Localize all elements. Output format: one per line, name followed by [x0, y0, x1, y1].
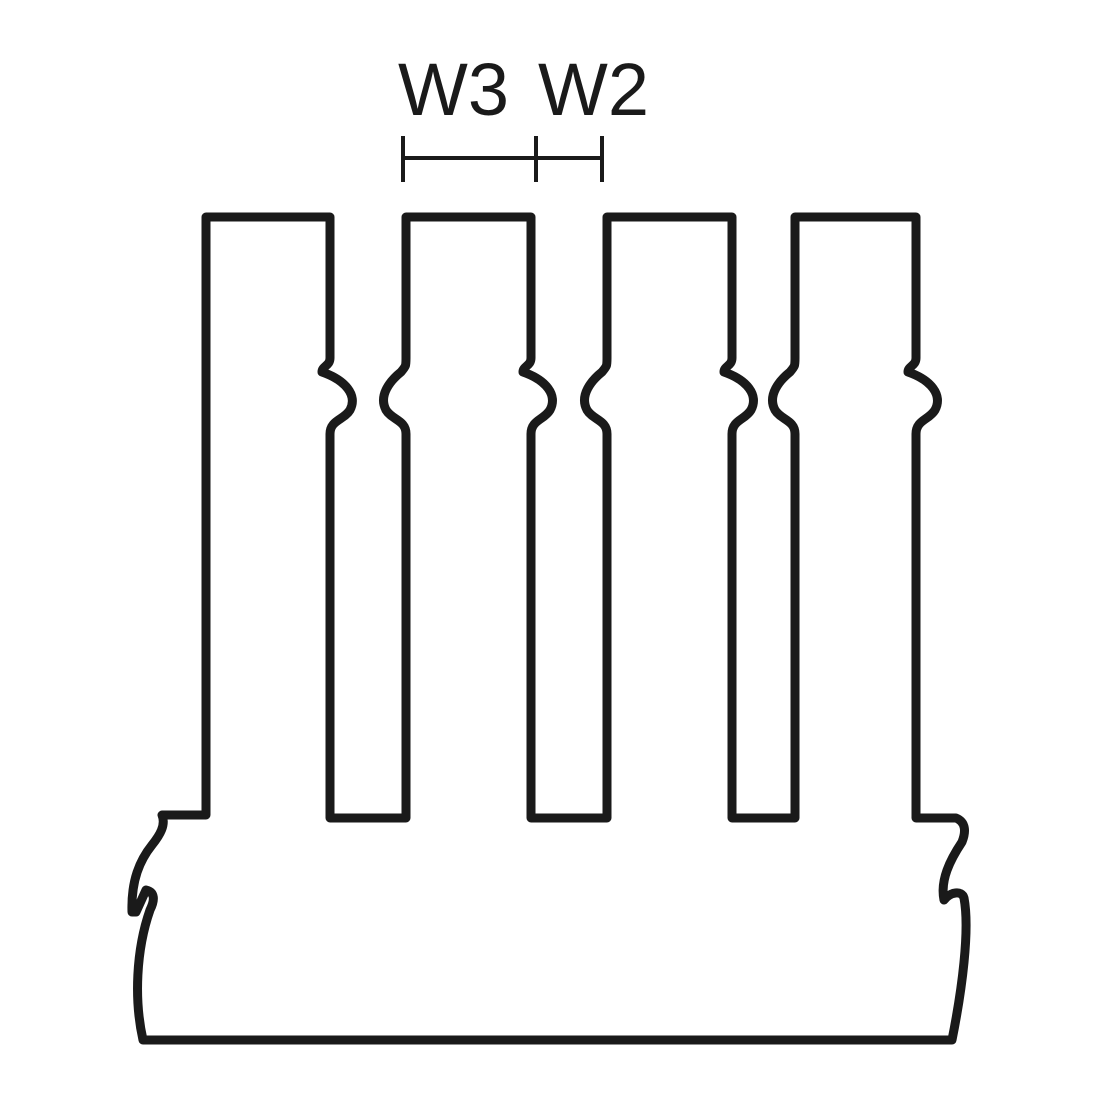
- label-w2: W2: [538, 48, 649, 131]
- dimension-bar-icon: [401, 136, 604, 182]
- comb-outline-icon: [127, 212, 971, 1045]
- label-w3: W3: [398, 48, 509, 131]
